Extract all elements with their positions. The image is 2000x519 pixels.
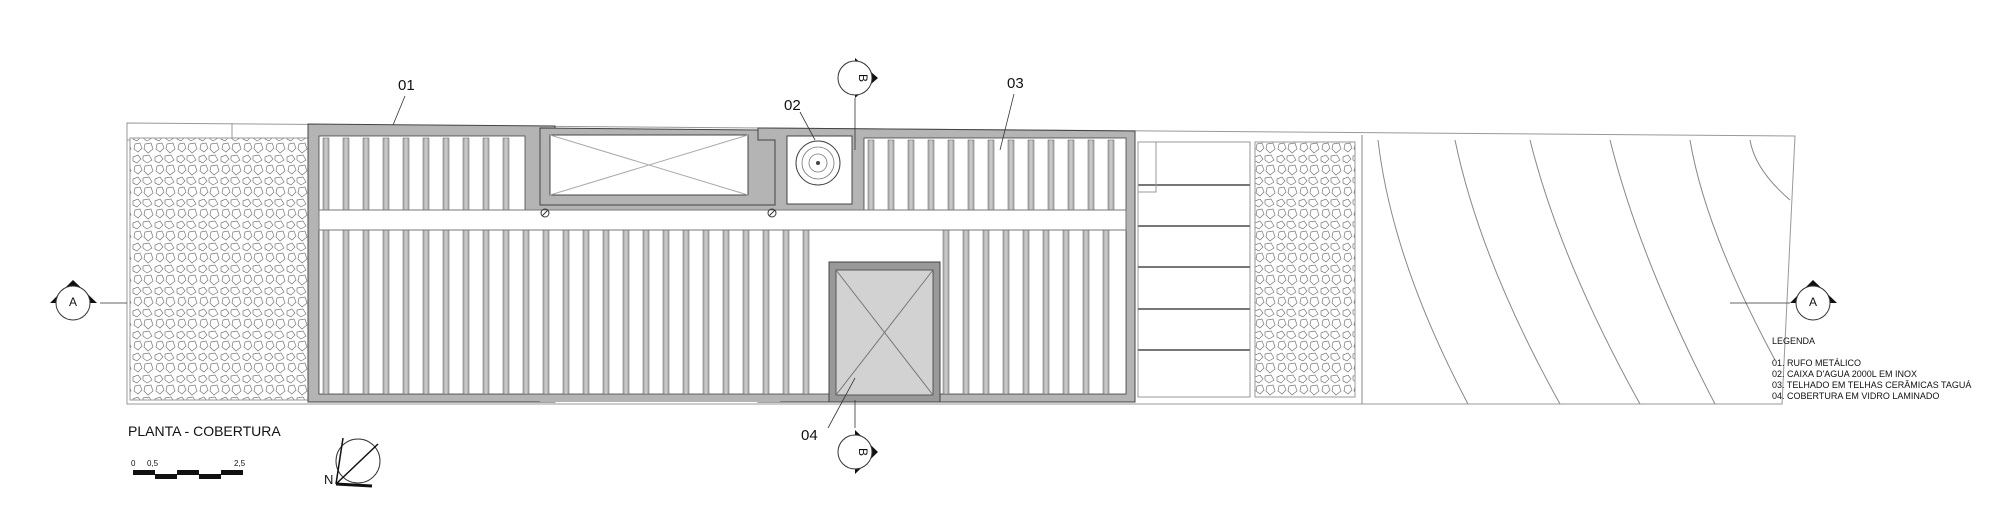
callout-01: 01 xyxy=(398,77,415,94)
callout-leaders xyxy=(392,93,1015,429)
scale-bar: 0 0,5 2,5 xyxy=(131,459,246,479)
north-arrow: N xyxy=(324,437,381,488)
water-tank xyxy=(786,135,853,205)
scale-label-2-5: 2,5 xyxy=(234,459,246,468)
legend-item-03: 03. TELHADO EM TELHAS CERÂMICAS TAGUÁ xyxy=(1772,380,1971,390)
callout-03: 03 xyxy=(1007,75,1024,92)
section-marker-b-top: B xyxy=(837,58,878,98)
legend-item-02: 02. CAIXA D'AGUA 2000L EM INOX xyxy=(1772,369,1917,379)
sloped-landscape xyxy=(1361,135,1791,405)
scale-label-0: 0 xyxy=(131,459,136,468)
glass-skylight xyxy=(828,261,941,403)
legend-title: LEGENDA xyxy=(1772,336,1815,346)
roof-ridge-strip xyxy=(318,209,1127,231)
section-marker-a-left: A xyxy=(50,280,97,321)
drain-symbol-right xyxy=(767,208,777,218)
roof-tiles-top-right xyxy=(867,139,1115,211)
deck-area xyxy=(1137,141,1251,398)
legend: LEGENDA 01. RUFO METÁLICO 02. CAIXA D'AG… xyxy=(1772,336,1971,401)
section-marker-a-right: A xyxy=(1790,280,1837,321)
svg-text:B: B xyxy=(856,74,870,82)
gravel-area-left xyxy=(129,137,311,401)
roof-tiles-bottom xyxy=(322,229,1110,395)
gravel-area-right xyxy=(1254,141,1356,398)
open-courtyard xyxy=(539,127,776,206)
scale-label-0-5: 0,5 xyxy=(147,459,159,468)
callout-04: 04 xyxy=(801,427,818,444)
north-label: N xyxy=(324,472,333,487)
drain-symbol-left xyxy=(540,208,550,218)
drawing-title: PLANTA - COBERTURA xyxy=(128,423,281,439)
legend-item-01: 01. RUFO METÁLICO xyxy=(1772,358,1861,368)
svg-text:A: A xyxy=(69,295,77,309)
section-marker-b-bottom: B xyxy=(837,430,878,474)
callout-02: 02 xyxy=(784,97,801,114)
svg-text:B: B xyxy=(856,448,870,456)
roof-tiles-top-left xyxy=(322,137,510,211)
roof-tile-field xyxy=(318,135,1127,395)
legend-item-04: 04. COBERTURA EM VIDRO LAMINADO xyxy=(1772,391,1939,401)
svg-text:A: A xyxy=(1809,295,1817,309)
